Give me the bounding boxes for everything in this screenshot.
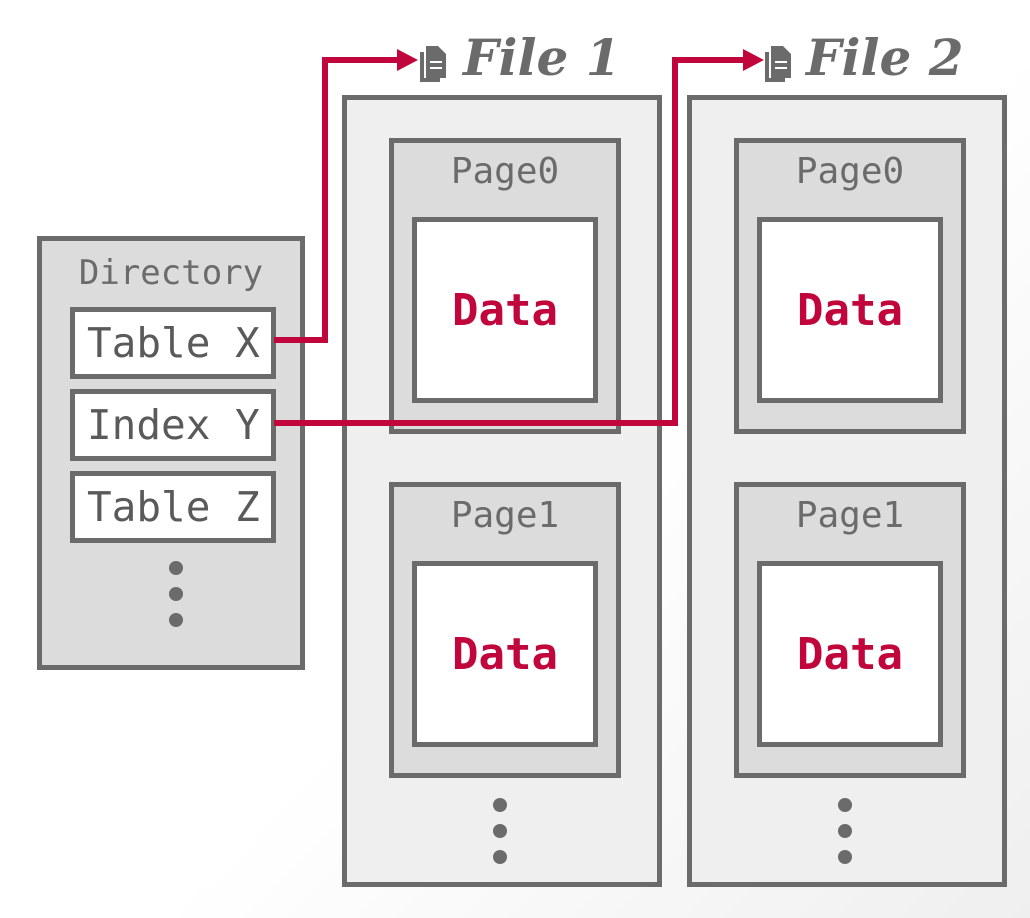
directory-box: Directory Table X Index Y Table Z [37,236,305,670]
file-1-page-0: Page0 Data [389,138,621,434]
data-block: Data [412,561,598,747]
data-label: Data [797,284,903,336]
directory-ellipsis-dot [169,587,183,601]
file-2-label: File 2 [806,28,964,87]
arrow-index-y-to-file-2 [274,57,746,426]
file-icon [765,46,791,82]
file-2-ellipsis-dot [838,824,852,838]
file-1-ellipsis-dot [493,824,507,838]
file-2-box: Page0 Data Page1 Data [687,95,1007,887]
file-icon [420,46,446,82]
file-2-ellipsis-dot [838,798,852,812]
file-2-ellipsis-dot [838,850,852,864]
file-1-ellipsis-dot [493,798,507,812]
file-1-label: File 1 [463,28,621,87]
directory-entry-index-y: Index Y [70,389,276,461]
page-title: Page1 [795,495,905,536]
data-label: Data [452,628,558,680]
arrowhead-file-1 [397,49,418,71]
file-1-box: Page0 Data Page1 Data [342,95,662,887]
page-title: Page1 [450,495,560,536]
data-block: Data [412,217,598,403]
data-block: Data [757,561,943,747]
data-label: Data [797,628,903,680]
directory-ellipsis-dot [169,561,183,575]
directory-title: Directory [78,253,264,293]
directory-entry-table-x: Table X [70,307,276,379]
data-block: Data [757,217,943,403]
arrow-table-x-to-file-1 [274,57,400,343]
directory-ellipsis-dot [169,613,183,627]
file-1-page-1: Page1 Data [389,482,621,778]
directory-entry-table-z: Table Z [70,471,276,543]
arrowhead-file-2 [743,49,764,71]
file-1-ellipsis-dot [493,850,507,864]
file-2-page-1: Page1 Data [734,482,966,778]
file-2-page-0: Page0 Data [734,138,966,434]
data-label: Data [452,284,558,336]
page-title: Page0 [450,151,560,192]
page-title: Page0 [795,151,905,192]
